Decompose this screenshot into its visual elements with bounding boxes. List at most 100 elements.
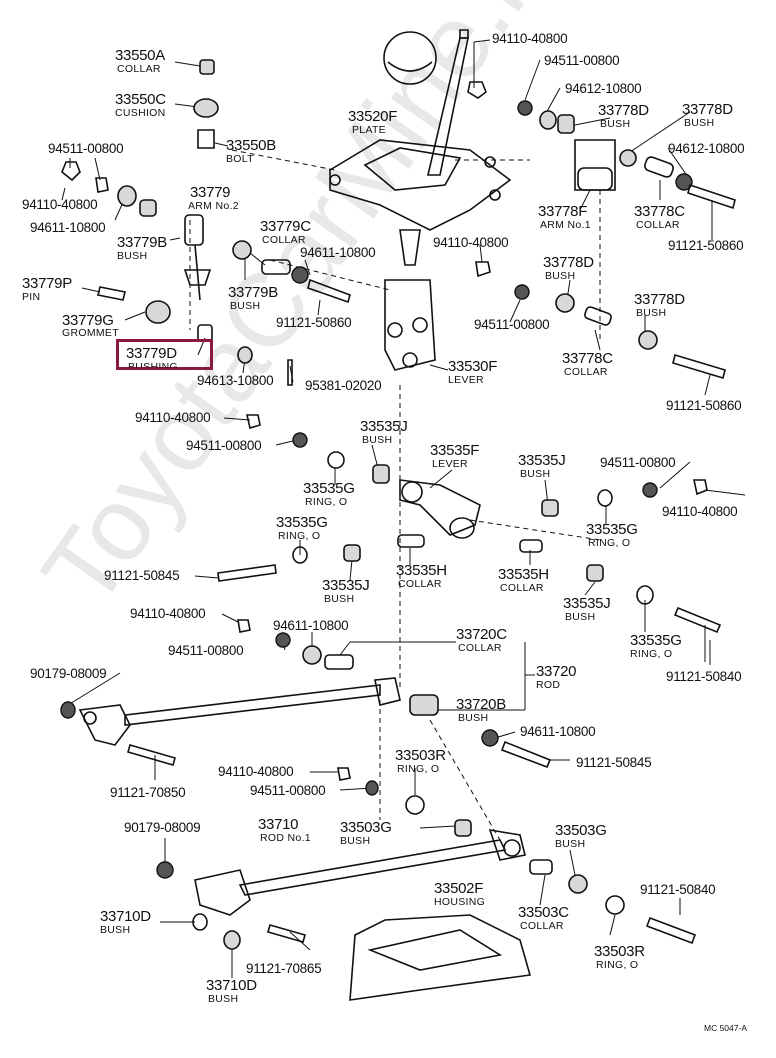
label-33778d-a-name: BUSH [600, 118, 631, 130]
label-33535j-a[interactable]: 33535J [360, 418, 408, 435]
label-33778d-c[interactable]: 33778D [543, 254, 594, 271]
label-33778c-b[interactable]: 33778C [562, 350, 613, 367]
label-94110-a[interactable]: 94110-40800 [22, 197, 98, 212]
label-94110-top[interactable]: 94110-40800 [492, 31, 568, 46]
label-33503g-a[interactable]: 33503G [340, 819, 392, 836]
label-33503g-a-name: BUSH [340, 835, 371, 847]
label-33550b[interactable]: 33550B [226, 137, 276, 154]
label-94511-e[interactable]: 94511-00800 [168, 643, 244, 658]
label-94613[interactable]: 94613-10800 [197, 373, 274, 388]
label-33778d-b[interactable]: 33778D [682, 101, 733, 118]
label-33535j-d[interactable]: 33535J [563, 595, 611, 612]
label-94511-d[interactable]: 94511-00800 [600, 455, 676, 470]
label-91121-h[interactable]: 91121-50840 [640, 882, 716, 897]
label-33535g-b-name: RING, O [588, 537, 631, 549]
label-94511-f[interactable]: 94511-00800 [250, 783, 326, 798]
label-94612-a[interactable]: 94612-10800 [565, 81, 642, 96]
label-33710d-a[interactable]: 33710D [100, 908, 151, 925]
label-94110-e[interactable]: 94110-40800 [130, 606, 206, 621]
label-94612-b[interactable]: 94612-10800 [668, 141, 745, 156]
label-33778d-a[interactable]: 33778D [598, 102, 649, 119]
leader-lines [61, 39, 746, 978]
label-94511-c[interactable]: 94511-00800 [186, 438, 262, 453]
label-33535j-c-name: BUSH [324, 593, 355, 605]
label-33550a[interactable]: 33550A [115, 47, 165, 64]
label-33502f-name: HOUSING [434, 896, 486, 908]
label-33778c-a-name: COLLAR [636, 219, 680, 231]
label-33779c[interactable]: 33779C [260, 218, 311, 235]
label-33535g-c[interactable]: 33535G [276, 514, 328, 531]
label-91121-f[interactable]: 91121-70850 [110, 785, 186, 800]
label-91121-d[interactable]: 91121-50845 [104, 568, 180, 583]
label-33720b[interactable]: 33720B [456, 696, 506, 713]
label-94611-b[interactable]: 94611-10800 [300, 245, 376, 260]
label-33535g-d[interactable]: 33535G [630, 632, 682, 649]
label-33720[interactable]: 33720 [536, 663, 577, 680]
label-91121-g[interactable]: 91121-50845 [576, 755, 652, 770]
label-33503r-a[interactable]: 33503R [395, 747, 446, 764]
label-33550c[interactable]: 33550C [115, 91, 166, 108]
label-33720c[interactable]: 33720C [456, 626, 507, 643]
middle-hardware [217, 414, 722, 634]
label-91121-b[interactable]: 91121-50860 [276, 315, 352, 330]
label-33535f-name: LEVER [432, 458, 468, 470]
label-94611-a[interactable]: 94611-10800 [30, 220, 106, 235]
label-33710d-b[interactable]: 33710D [206, 977, 257, 994]
label-33778d-d[interactable]: 33778D [634, 291, 685, 308]
label-33503r-a-name: RING, O [397, 763, 440, 775]
label-33710[interactable]: 33710 [258, 816, 299, 833]
label-91121-a[interactable]: 91121-50860 [668, 238, 744, 253]
label-33530f-name: LEVER [448, 374, 484, 386]
label-33779[interactable]: 33779 [190, 184, 231, 201]
label-33535g-a[interactable]: 33535G [303, 480, 355, 497]
label-33779d-name: BUSHING [128, 362, 178, 368]
label-33778d-b-name: BUSH [684, 117, 715, 129]
label-33535h-b[interactable]: 33535H [498, 566, 549, 583]
label-33779p-name: PIN [22, 291, 41, 303]
label-94110-c[interactable]: 94110-40800 [135, 410, 211, 425]
label-94511-a[interactable]: 94511-00800 [48, 141, 124, 156]
label-33535h-a[interactable]: 33535H [396, 562, 447, 579]
label-33779p[interactable]: 33779P [22, 275, 72, 292]
label-33520f[interactable]: 33520F [348, 108, 398, 125]
label-95381[interactable]: 95381-02020 [305, 378, 382, 393]
label-91121-c[interactable]: 91121-50860 [666, 398, 742, 413]
label-33535j-a-name: BUSH [362, 434, 393, 446]
label-91121-e[interactable]: 91121-50840 [666, 669, 742, 684]
label-94110-f[interactable]: 94110-40800 [218, 764, 294, 779]
label-90179-a[interactable]: 90179-08009 [30, 666, 107, 681]
label-33503g-b[interactable]: 33503G [555, 822, 607, 839]
label-90179-b[interactable]: 90179-08009 [124, 820, 201, 835]
label-33535g-c-name: RING, O [278, 530, 321, 542]
label-94110-d[interactable]: 94110-40800 [662, 504, 738, 519]
label-33503g-b-name: BUSH [555, 838, 586, 850]
label-94611-c[interactable]: 94611-10800 [273, 618, 349, 633]
label-33779b-b[interactable]: 33779B [228, 284, 278, 301]
label-94511-top[interactable]: 94511-00800 [544, 53, 620, 68]
label-33535j-b[interactable]: 33535J [518, 452, 566, 469]
label-33710d-b-name: BUSH [208, 993, 239, 1005]
label-33503c[interactable]: 33503C [518, 904, 569, 921]
label-33550b-name: BOLT [226, 153, 254, 165]
label-94110-b[interactable]: 94110-40800 [433, 235, 509, 250]
label-33779d[interactable]: 33779D [126, 345, 177, 362]
label-33535h-b-name: COLLAR [500, 582, 544, 594]
label-94611-d[interactable]: 94611-10800 [520, 724, 596, 739]
label-33720c-name: COLLAR [458, 642, 502, 654]
label-33710d-a-name: BUSH [100, 924, 131, 936]
label-33778c-a[interactable]: 33778C [634, 203, 685, 220]
label-33779b-a[interactable]: 33779B [117, 234, 167, 251]
label-94511-b[interactable]: 94511-00800 [474, 317, 550, 332]
label-33778d-c-name: BUSH [545, 270, 576, 282]
label-33535g-d-name: RING, O [630, 648, 673, 660]
label-33778f[interactable]: 33778F [538, 203, 588, 220]
label-33535j-c[interactable]: 33535J [322, 577, 370, 594]
label-91121-i[interactable]: 91121-70865 [246, 961, 322, 976]
label-33530f[interactable]: 33530F [448, 358, 498, 375]
label-33535f[interactable]: 33535F [430, 442, 480, 459]
label-33535g-b[interactable]: 33535G [586, 521, 638, 538]
label-33779g[interactable]: 33779G [62, 312, 114, 329]
label-33535h-a-name: COLLAR [398, 578, 442, 590]
label-33502f[interactable]: 33502F [434, 880, 484, 897]
label-33503r-b[interactable]: 33503R [594, 943, 645, 960]
